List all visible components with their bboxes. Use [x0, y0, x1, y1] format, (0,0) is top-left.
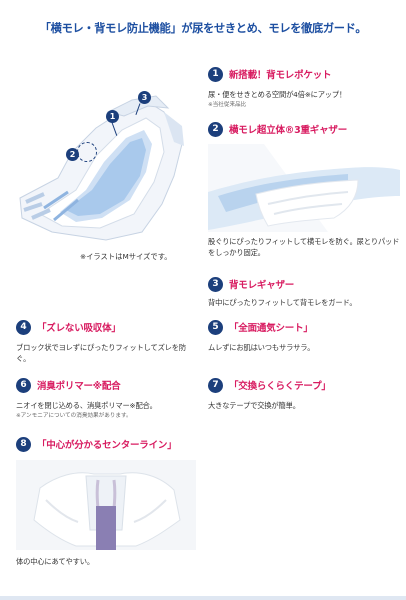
feature-5-desc: ムレずにお肌はいつもサラサラ。 — [208, 343, 315, 352]
feature-8-number: 8 — [16, 436, 31, 452]
bottom-rule — [0, 596, 406, 600]
feature-8-title: 「中心が分かるセンターライン」 — [37, 440, 177, 451]
feature-7-desc: 大きなテープで交換が簡単。 — [208, 401, 300, 410]
feature-7-title: 「交換らくらくテープ」 — [229, 381, 331, 392]
feature-1-desc: 尿・便をせきとめる空間が4倍※にアップ！ — [208, 90, 347, 99]
gather-closeup-photo — [208, 144, 400, 232]
feature-3-desc: 背中にぴったりフィットして背モレをガード。 — [208, 298, 357, 307]
feature-4-desc: ブロック状でヨレずにぴったりフィットしてズレを防ぐ。 — [16, 343, 186, 363]
feature-3-title: 背モレギャザー — [229, 280, 295, 291]
feature-2-desc: 股ぐりにぴったりフィットして横モレを防ぐ。尿とりパッドをしっかり固定。 — [208, 237, 400, 257]
headline: 「横モレ・背モレ防止機能」が尿をせきとめ、モレを徹底ガード。 — [39, 22, 367, 35]
feature-4-title: 「ズレない吸収体」 — [37, 323, 121, 334]
feature-6: 6 消臭ポリマー※配合 ニオイを閉じ込める、消臭ポリマー※配合。 ※アンモニアに… — [16, 377, 196, 420]
feature-1: 1 新搭載！背モレポケット 尿・便をせきとめる空間が4倍※にアップ！ ※当社従来… — [208, 66, 400, 109]
feature-1-title: 新搭載！背モレポケット — [229, 70, 332, 81]
feature-7: 7 「交換らくらくテープ」 大きなテープで交換が簡単。 — [208, 377, 400, 411]
feature-4: 4 「ズレない吸収体」 ブロック状でヨレずにぴったりフィットしてズレを防ぐ。 — [16, 319, 194, 364]
feature-1-note: ※当社従来品比 — [208, 102, 247, 108]
feature-6-title: 消臭ポリマー※配合 — [37, 381, 121, 392]
feature-4-number: 4 — [16, 319, 31, 335]
illustration-caption: ※イラストはMサイズです。 — [80, 252, 172, 261]
feature-8-desc: 体の中心にあてやすい。 — [16, 557, 94, 566]
feature-2-title: 横モレ超立体®3重ギャザー — [229, 125, 348, 136]
feature-7-number: 7 — [208, 377, 223, 393]
feature-6-number: 6 — [16, 377, 31, 393]
diaper-main-illustration — [14, 82, 200, 244]
marker-2: 2 — [66, 148, 79, 161]
marker-3: 3 — [138, 91, 151, 104]
feature-5-number: 5 — [208, 319, 223, 335]
feature-6-desc: ニオイを閉じ込める、消臭ポリマー※配合。 — [16, 401, 157, 410]
marker-1: 1 — [106, 110, 119, 123]
feature-3: 3 背モレギャザー 背中にぴったりフィットして背モレをガード。 — [208, 276, 400, 308]
feature-8: 8 「中心が分かるセンターライン」 — [16, 436, 206, 452]
feature-6-note: ※アンモニアについての消臭効果があります。 — [16, 413, 132, 419]
feature-3-number: 3 — [208, 276, 223, 292]
feature-5: 5 「全面通気シート」 ムレずにお肌はいつもサラサラ。 — [208, 319, 400, 353]
gather-highlight-circle — [77, 142, 97, 162]
feature-1-number: 1 — [208, 66, 223, 82]
diaper-centerline-photo — [16, 460, 196, 550]
feature-2: 2 横モレ超立体®3重ギャザー — [208, 121, 400, 137]
feature-2-number: 2 — [208, 121, 223, 137]
feature-5-title: 「全面通気シート」 — [229, 323, 313, 334]
